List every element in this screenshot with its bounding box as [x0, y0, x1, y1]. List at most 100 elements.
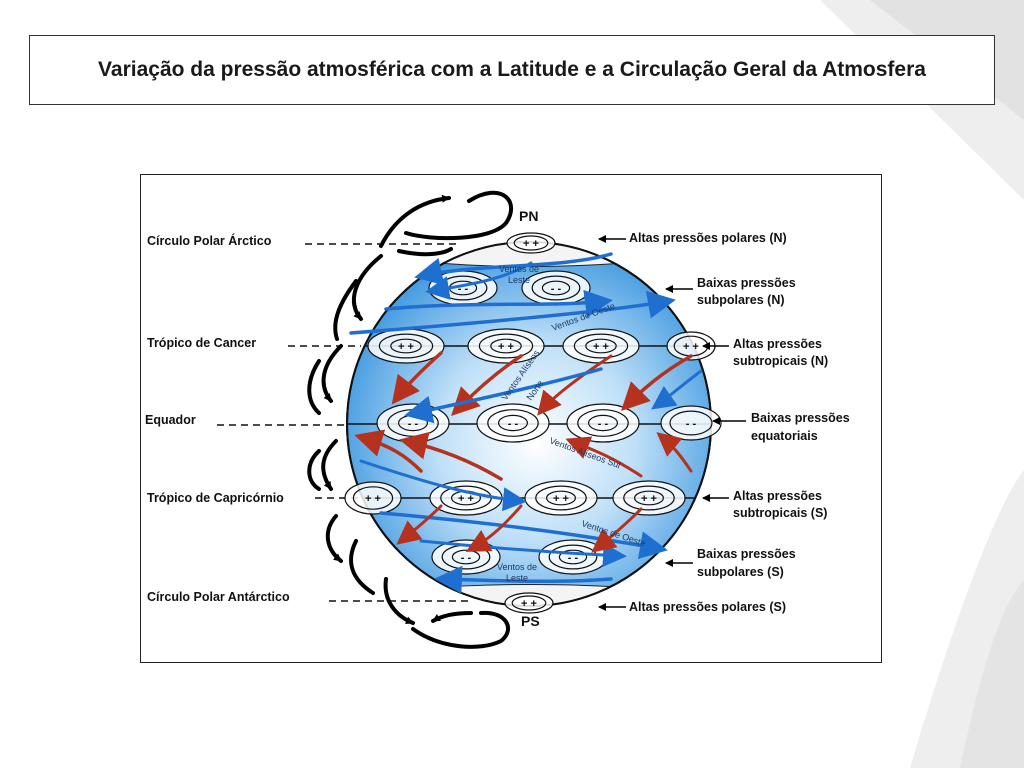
- pressure-cell-equatorial-low-3-ring: [577, 409, 629, 437]
- label-equator: Equador: [145, 413, 196, 427]
- label-equatorial-low-2: equatoriais: [751, 429, 818, 443]
- label-polar-high-n: Altas pressões polares (N): [629, 231, 787, 245]
- pressure-cell-subtropical-high-n-3: + +: [562, 328, 640, 364]
- pressure-cell-subtropical-high-n-1-ring: [390, 338, 422, 354]
- trade-north-arrow-1: [391, 351, 443, 405]
- pressure-cell-subtropical-high-s-3: + +: [524, 480, 598, 516]
- pressure-cell-equatorial-low-3-symbol: - -: [598, 418, 609, 430]
- label-subpolar-low-n-1: Baixas pressões: [697, 276, 796, 290]
- pressure-cell-equatorial-low-2-symbol: - -: [508, 418, 519, 430]
- pressure-cell-subpolar-low-n-2-ring: [531, 275, 581, 301]
- pressure-cell-subtropical-high-n-3-ring: [585, 338, 617, 354]
- pressure-cell-polar-high-s-ring: [511, 595, 547, 611]
- easterlies-s-label-1: Ventos de: [497, 562, 537, 572]
- pressure-cell-subtropical-high-s-3-ring: [545, 490, 576, 506]
- label-tropic-cancer: Trópico de Cancer: [147, 336, 257, 350]
- pressure-cell-equatorial-low-2: - -: [476, 403, 550, 443]
- easterlies-s-label-2: Leste: [506, 573, 528, 583]
- pressure-cell-subtropical-high-s-3-ring: [535, 485, 587, 511]
- pressure-cells: + + - - - - + + + + + + + + - - - - - - - - + + + + +…: [344, 232, 722, 614]
- pressure-cell-polar-high-n-symbol: + +: [523, 238, 539, 250]
- pressure-cell-subtropical-high-n-3-ring: [573, 333, 629, 359]
- pressure-cell-subtropical-high-n-2: + +: [467, 328, 545, 364]
- pressure-cell-subpolar-low-n-2-ring: [541, 280, 571, 296]
- polar-cell-bottom-1: [383, 577, 415, 625]
- pressure-cell-subpolar-low-s-2-ring: [548, 544, 598, 570]
- pressure-cell-equatorial-low-4-symbol: - -: [686, 418, 697, 430]
- pressure-cell-subtropical-high-s-1-symbol: + +: [365, 493, 381, 505]
- label-subtropical-high-n-1: Altas pressões: [733, 337, 822, 351]
- pressure-cell-subpolar-low-n-1: - -: [428, 270, 498, 306]
- pressure-cell-polar-high-n-ring: [513, 235, 549, 251]
- pressure-cell-equatorial-low-2-ring: [487, 409, 539, 437]
- easterlies-south-arrow: [434, 565, 613, 594]
- trade-south-arrow-3: [565, 436, 643, 478]
- pressure-cell-subtropical-high-n-2-symbol: + +: [498, 341, 514, 353]
- trade-south-arrow-1: [354, 429, 423, 473]
- pressure-cell-subtropical-high-s-4-ring: [633, 490, 664, 506]
- equatorial-blue-arrow-1: [404, 367, 603, 424]
- south-red-arrow-3: [396, 504, 443, 545]
- right-pointer-arrows: [598, 235, 746, 611]
- pressure-cell-subtropical-high-s-4: + +: [612, 480, 686, 516]
- westerlies-north-arrow-1: [384, 289, 613, 318]
- pressure-cell-subtropical-high-s-4-ring: [623, 485, 675, 511]
- trade-north-arrow-3: [621, 354, 693, 411]
- polar-cell-bottom: [411, 610, 511, 649]
- polar-cell-top: [404, 190, 513, 241]
- north-pole-label: PN: [519, 208, 539, 224]
- pressure-cell-subpolar-low-n-2-symbol: - -: [551, 283, 562, 295]
- pressure-cell-subtropical-high-n-1: + +: [367, 328, 445, 364]
- wind-arrows: [349, 252, 703, 594]
- label-equatorial-low-1: Baixas pressões: [751, 411, 850, 425]
- ferrel-cell-s-2: [349, 539, 375, 595]
- diagram-frame: + + - - - - + + + + + + + + - - - - - - - - + + + + +…: [140, 174, 882, 663]
- pressure-cell-subtropical-high-n-4-symbol: + +: [683, 341, 699, 353]
- easterlies-n-label-2: Leste: [508, 275, 530, 285]
- south-red-arrow-1: [591, 507, 643, 553]
- title-box: Variação da pressão atmosférica com a La…: [29, 35, 995, 105]
- label-subtropical-high-n-2: subtropicais (N): [733, 354, 829, 368]
- pressure-cell-subtropical-high-n-3-symbol: + +: [593, 341, 609, 353]
- slide-title: Variação da pressão atmosférica com a La…: [98, 58, 926, 81]
- pressure-cell-subtropical-high-s-2-symbol: + +: [458, 493, 474, 505]
- polar-easterly-arrow: [425, 261, 533, 300]
- pressure-cell-subpolar-low-s-2-symbol: - -: [568, 552, 579, 564]
- trade-south-arrow-2: [399, 432, 503, 481]
- polar-cell-top-base: [397, 247, 453, 257]
- south-blue-arrow-0: [359, 459, 527, 512]
- trade-north-arrow-4: [537, 354, 613, 416]
- ferrel-cell-n-1: [351, 254, 383, 321]
- equatorial-blue-arrow-2: [651, 369, 703, 410]
- pressure-cell-equatorial-low-4: - -: [660, 405, 722, 441]
- easterlies-north-arrow: [414, 252, 613, 286]
- polar-cell-top-return: [379, 194, 451, 248]
- pressure-cell-polar-high-s: + +: [504, 592, 554, 614]
- label-antarctic-circle: Círculo Polar Antárctico: [147, 590, 290, 604]
- south-red-arrow-2: [465, 504, 523, 552]
- label-subpolar-low-s-2: subpolares (S): [697, 565, 784, 579]
- hadley-cell-s-1: [307, 449, 321, 491]
- label-subtropical-high-s-1: Altas pressões: [733, 489, 822, 503]
- hadley-cell-n-2: [307, 359, 321, 415]
- pressure-cell-subpolar-low-s-2: - -: [538, 539, 608, 575]
- pressure-cell-subpolar-low-s-1-symbol: - -: [461, 552, 472, 564]
- pressure-cell-subpolar-low-s-2-ring: [558, 549, 588, 565]
- ferrel-cell-n-2: [333, 279, 358, 341]
- trade-north-arrow-2: [451, 354, 523, 416]
- south-pole-label: PS: [521, 613, 540, 629]
- pressure-cell-subtropical-high-n-1-symbol: + +: [398, 341, 414, 353]
- globe-circulation-diagram: + + - - - - + + + + + + + + - - - - - - - - + + + + +…: [217, 190, 746, 649]
- trade-south-arrow-4: [656, 432, 693, 473]
- label-subtropical-high-s-2: subtropicais (S): [733, 506, 828, 520]
- ferrel-cell-s-1: [325, 514, 343, 563]
- pressure-cell-subtropical-high-s-1: + +: [344, 481, 402, 515]
- convection-cell-arrows: [307, 190, 513, 649]
- hadley-cell-n-1: [321, 344, 343, 403]
- polar-cell-bottom-return: [431, 611, 473, 623]
- hadley-cell-s-2: [321, 439, 338, 491]
- pressure-cell-subtropical-high-s-1-ring: [352, 486, 394, 510]
- pressure-cell-equatorial-low-2-ring: [498, 414, 529, 432]
- pressure-cell-equatorial-low-3-ring: [587, 414, 618, 432]
- easterlies-n-label-1: Ventos de: [499, 264, 539, 274]
